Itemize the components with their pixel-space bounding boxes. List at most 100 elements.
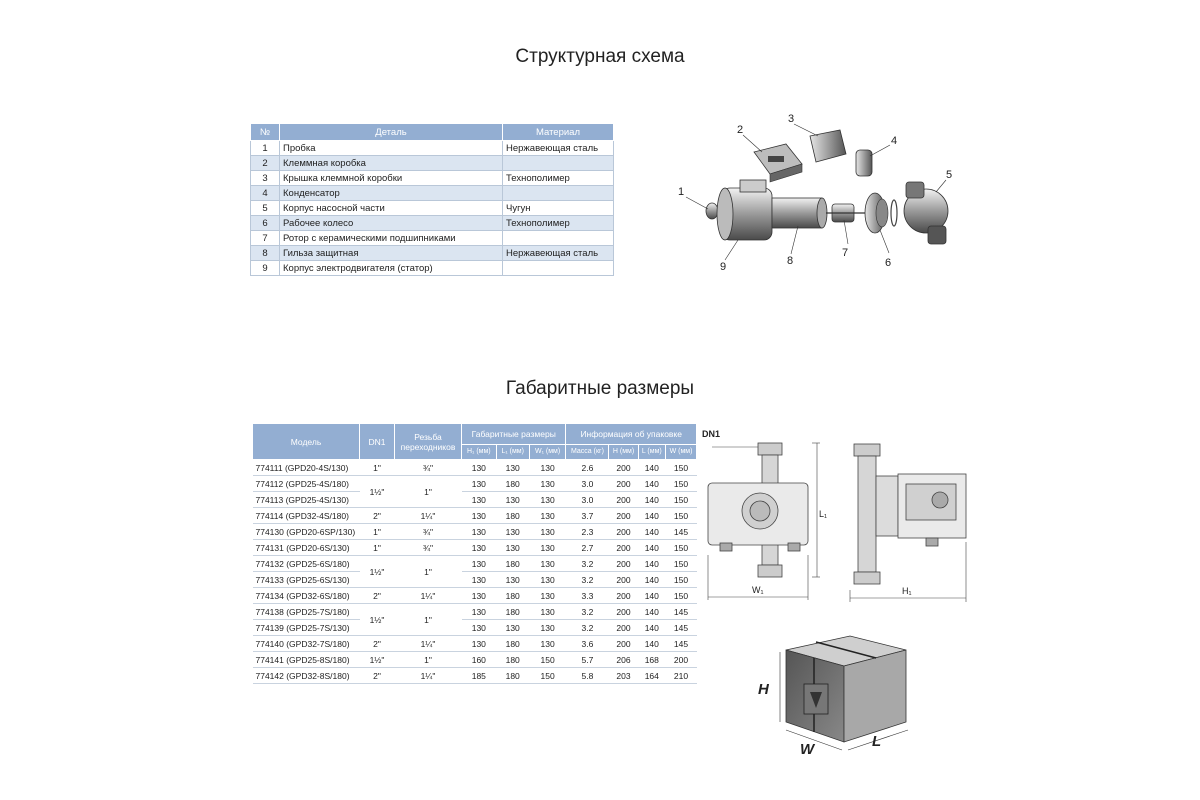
dim-model: 774134 (GPD32-6S/180): [252, 587, 360, 604]
dim-dn1: 1": [359, 523, 395, 540]
dim-h: 200: [608, 491, 639, 508]
dim-l: 140: [638, 507, 666, 524]
dim-h1: 130: [461, 475, 497, 492]
box-label-w: W: [800, 741, 816, 758]
callout-5: 5: [946, 169, 952, 181]
part-name: Ротор с керамическими подшипниками: [279, 230, 503, 246]
dim-h: 206: [608, 651, 639, 668]
dim-header-pack: Информация об упаковке: [565, 423, 697, 445]
part-material: Технополимер: [502, 215, 614, 231]
dim-model: 774140 (GPD32-7S/180): [252, 635, 360, 652]
dim-mass: 3.3: [565, 587, 609, 604]
dim-header-dn1: DN1: [359, 423, 395, 460]
dim-model: 774131 (GPD20-6S/130): [252, 539, 360, 556]
dim-h1: 130: [461, 459, 497, 476]
dim-h1: 130: [461, 619, 497, 636]
dim-w1: 130: [529, 539, 566, 556]
dim-w: 150: [665, 587, 697, 604]
dim-thread: 1": [394, 475, 462, 508]
dim-h: 200: [608, 603, 639, 620]
label-w1: W₁: [752, 585, 764, 595]
part-protective-sleeve: [771, 197, 823, 229]
dim-w1: 130: [529, 507, 566, 524]
dim-h1: 130: [461, 603, 497, 620]
part-material: Нержавеющая сталь: [502, 245, 614, 261]
dim-header-model: Модель: [252, 423, 360, 460]
part-material: Нержавеющая сталь: [502, 140, 614, 156]
dim-l: 140: [638, 539, 666, 556]
dim-l: 140: [638, 635, 666, 652]
dim-l1: 130: [496, 571, 530, 588]
part-name: Гильза защитная: [279, 245, 503, 261]
dim-w1: 150: [529, 651, 566, 668]
dim-l1: 130: [496, 523, 530, 540]
part-number: 3: [250, 170, 280, 186]
dim-table-header-row: Модель DN1 Резьба переходников Габаритны…: [252, 423, 697, 460]
part-capacitor: [855, 149, 873, 177]
dim-header-w1: W₁ (мм): [528, 444, 567, 460]
dim-l: 140: [638, 555, 666, 572]
dim-mass: 5.7: [565, 651, 609, 668]
dim-model: 774113 (GPD25-4S/130): [252, 491, 360, 508]
part-material: [502, 185, 614, 201]
dim-dn1: 1½": [359, 475, 395, 508]
parts-table-header: № Деталь Материал: [250, 123, 614, 141]
dimensions-title: Габаритные размеры: [505, 378, 695, 399]
part-material: Технополимер: [502, 170, 614, 186]
dim-l1: 180: [496, 603, 530, 620]
dim-l1: 180: [496, 507, 530, 524]
callout-4: 4: [891, 135, 897, 147]
dim-h1: 160: [461, 651, 497, 668]
dim-model: 774138 (GPD25-7S/180): [252, 603, 360, 620]
part-plug: [705, 202, 719, 220]
dim-h1: 185: [461, 667, 497, 684]
dim-w: 150: [665, 507, 697, 524]
label-dn1: DN1: [702, 429, 720, 439]
dim-header-w: W (мм): [664, 444, 698, 460]
dim-thread: ¾": [394, 539, 462, 556]
part-name: Пробка: [279, 140, 503, 156]
dim-thread: 1": [394, 555, 462, 588]
dim-mass: 2.3: [565, 523, 609, 540]
dim-dn1: 1": [359, 539, 395, 556]
part-number: 5: [250, 200, 280, 216]
dim-l1: 180: [496, 651, 530, 668]
dim-mass: 3.2: [565, 619, 609, 636]
part-number: 2: [250, 155, 280, 171]
dim-w: 150: [665, 491, 697, 508]
dim-model: 774112 (GPD25-4S/180): [252, 475, 360, 492]
dim-thread: ¾": [394, 459, 462, 476]
box-label-l: L: [872, 733, 881, 750]
dim-h1: 130: [461, 491, 497, 508]
dim-w: 210: [665, 667, 697, 684]
dim-l1: 130: [496, 459, 530, 476]
callout-6: 6: [885, 257, 891, 269]
box-logo-icon: [810, 692, 822, 708]
dim-mass: 3.2: [565, 603, 609, 620]
dim-w: 150: [665, 571, 697, 588]
dim-mass: 3.0: [565, 475, 609, 492]
callout-7: 7: [842, 247, 848, 259]
dim-w1: 150: [529, 667, 566, 684]
dim-w: 200: [665, 651, 697, 668]
dim-l: 140: [638, 619, 666, 636]
dim-thread: 1": [394, 603, 462, 636]
dimensions-table: Модель DN1 Резьба переходников Габаритны…: [252, 423, 698, 684]
dim-mass: 2.6: [565, 459, 609, 476]
dim-h: 200: [608, 555, 639, 572]
dim-table-subheader-row: H₁ (мм) L₁ (мм) W₁ (мм) Масса (кг) H (мм…: [253, 444, 698, 460]
label-h1: H₁: [902, 586, 912, 596]
part-material: [502, 260, 614, 276]
dim-mass: 3.0: [565, 491, 609, 508]
